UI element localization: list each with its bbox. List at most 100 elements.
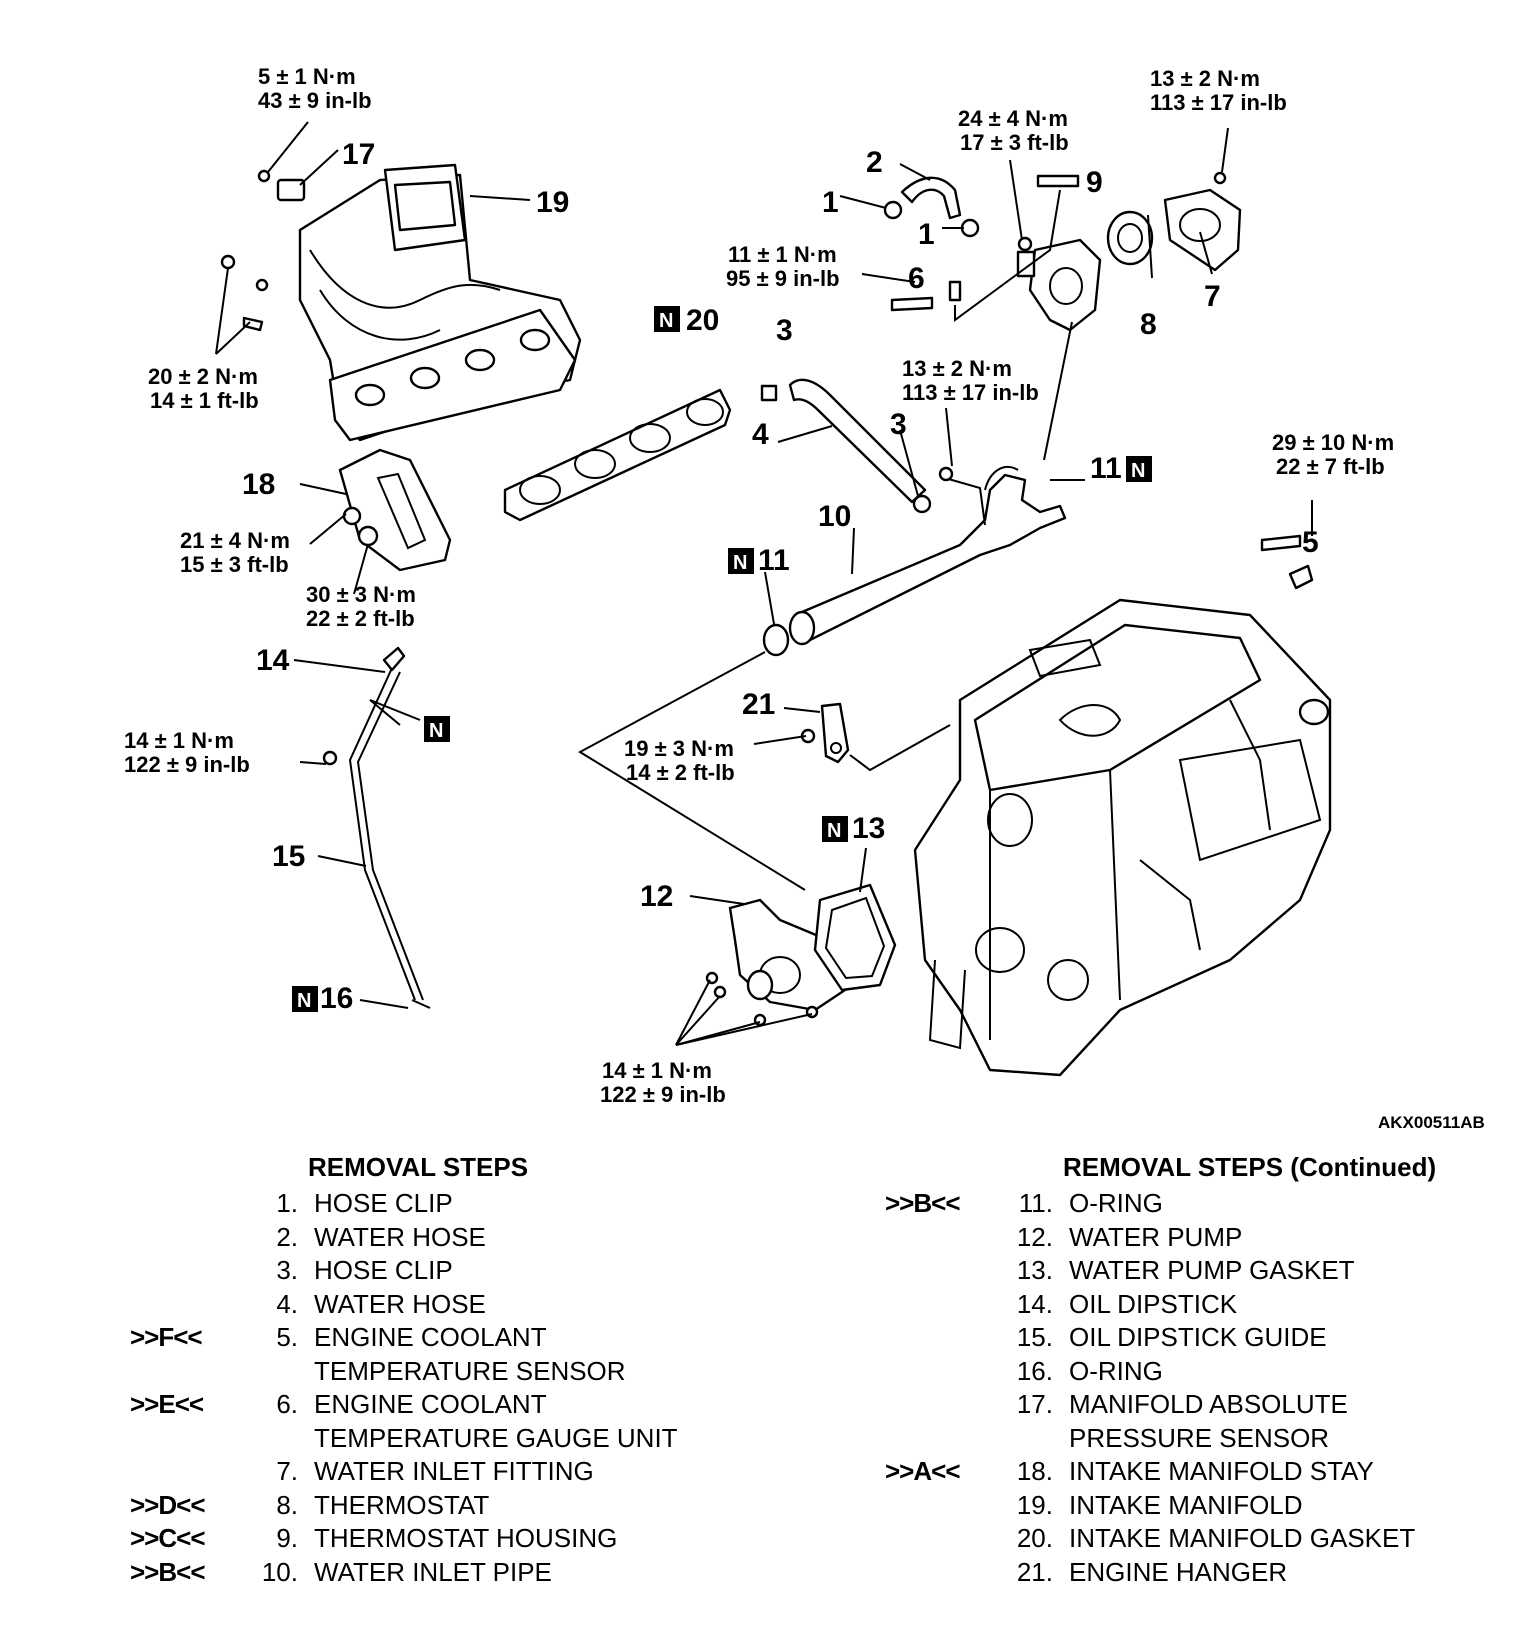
- callout-8: 8: [1140, 308, 1157, 341]
- torque-15-nm: 14 ± 1 N·m: [124, 728, 234, 753]
- callout-17: 17: [342, 138, 375, 171]
- step-service-mark: [885, 1422, 997, 1456]
- step-service-mark: >>F<<: [130, 1322, 203, 1352]
- step-number: 20.: [1016, 1523, 1053, 1553]
- step-description: HOSE CLIP: [314, 1255, 453, 1285]
- exploded-parts-diagram: 5 ± 1 N·m 43 ± 9 in-lb 24 ± 4 N·m 17 ± 3…: [124, 64, 1485, 1130]
- step-description: TEMPERATURE SENSOR: [314, 1355, 626, 1386]
- step-description: WATER PUMP: [1069, 1221, 1243, 1252]
- removal-step: 19.INTAKE MANIFOLD: [885, 1489, 1485, 1523]
- step-service-mark: [885, 1321, 997, 1355]
- removal-step: 20. INTAKE MANIFOLD GASKET: [885, 1522, 1485, 1556]
- removal-step: 16.O-RING: [885, 1355, 1485, 1389]
- callout-5: 5: [1302, 526, 1319, 559]
- torque-9-ftlb: 17 ± 3 ft-lb: [960, 130, 1069, 155]
- step-description: WATER HOSE: [314, 1221, 486, 1252]
- callout-20: 20: [686, 304, 719, 337]
- step-description: INTAKE MANIFOLD GASKET: [1069, 1523, 1416, 1553]
- leader-lines: [215, 121, 1313, 1046]
- step-number: 2.: [276, 1221, 298, 1252]
- torque-18b-ftlb: 22 ± 2 ft-lb: [306, 606, 415, 631]
- callout-10: 10: [818, 500, 851, 533]
- removal-step: >>C<<9.THERMOSTAT HOUSING: [130, 1522, 730, 1556]
- torque-9-nm: 24 ± 4 N·m: [958, 106, 1068, 131]
- torque-12-inlb: 122 ± 9 in-lb: [600, 1082, 726, 1107]
- step-number: 14.: [1016, 1288, 1053, 1319]
- step-number: [242, 1355, 314, 1389]
- callout-15: 15: [272, 840, 305, 873]
- step-number: 19.: [1016, 1489, 1053, 1520]
- removal-steps-title: REMOVAL STEPS: [308, 1152, 529, 1182]
- step-description: MANIFOLD ABSOLUTE: [1069, 1389, 1348, 1419]
- removal-step: 21. ENGINE HANGER: [885, 1556, 1485, 1590]
- engine-block-drawing: [913, 598, 1332, 1077]
- step-number: 16.: [1016, 1355, 1053, 1386]
- step-number: 8.: [276, 1489, 298, 1520]
- removal-step: TEMPERATURE GAUGE UNIT: [130, 1422, 730, 1456]
- removal-step: >>A<<18.INTAKE MANIFOLD STAY: [885, 1455, 1485, 1489]
- step-number: 15.: [1016, 1322, 1053, 1352]
- torque-6-nm: 11 ± 1 N·m: [728, 242, 837, 267]
- callout-1b: 1: [918, 218, 935, 251]
- step-description: WATER PUMP GASKET: [1069, 1255, 1355, 1285]
- n-marker-11b: N: [1126, 456, 1152, 482]
- oil-dipstick-drawing: [322, 646, 431, 1009]
- step-number: 1.: [276, 1188, 298, 1218]
- svg-text:N: N: [659, 310, 673, 332]
- n-marker-20: N: [654, 306, 680, 332]
- svg-text:N: N: [297, 990, 311, 1012]
- torque-19-nm: 20 ± 2 N·m: [148, 364, 258, 389]
- callout-numbers: 1 1 2 3 3 4 5 6 7 8 9 10 11 11 12 13 14 …: [242, 138, 1319, 1015]
- step-service-mark: >>E<<: [130, 1389, 204, 1419]
- step-number: 4.: [276, 1288, 298, 1319]
- torque-21-nm: 19 ± 3 N·m: [624, 736, 734, 761]
- callout-21: 21: [742, 688, 775, 721]
- step-description: ENGINE HANGER: [1069, 1556, 1288, 1587]
- torque-7-inlb: 113 ± 17 in-lb: [1150, 90, 1287, 115]
- step-description: ENGINE COOLANT: [314, 1322, 547, 1352]
- step-service-mark: [130, 1422, 242, 1456]
- torque-18a-nm: 21 ± 4 N·m: [180, 528, 290, 553]
- removal-steps-right: REMOVAL STEPS (Continued) >>B<<11.O-RING…: [885, 1152, 1485, 1589]
- water-pump-drawing: [705, 883, 897, 1027]
- step-service-mark: [885, 1388, 997, 1422]
- step-description: WATER HOSE: [314, 1288, 486, 1319]
- callout-3b: 3: [890, 408, 907, 441]
- intake-manifold-stay-drawing: [338, 448, 452, 572]
- intake-manifold-gasket-drawing: [503, 388, 732, 522]
- step-description: THERMOSTAT HOUSING: [314, 1523, 618, 1553]
- n-marker-13: N: [822, 816, 848, 842]
- removal-step: 14.OIL DIPSTICK: [885, 1288, 1485, 1322]
- step-service-mark: >>D<<: [130, 1489, 206, 1520]
- callout-3a: 3: [776, 314, 793, 347]
- removal-step: 3.HOSE CLIP: [130, 1254, 730, 1288]
- callout-9: 9: [1086, 166, 1103, 199]
- torque-18a-ftlb: 15 ± 3 ft-lb: [180, 552, 289, 577]
- step-service-mark: >>B<<: [130, 1556, 206, 1587]
- removal-step: 2. WATER HOSE: [130, 1221, 730, 1255]
- callout-18: 18: [242, 468, 275, 501]
- step-service-mark: [885, 1288, 997, 1322]
- callout-14: 14: [256, 644, 290, 677]
- removal-step: 1.HOSE CLIP: [130, 1187, 730, 1221]
- removal-step: 12.WATER PUMP: [885, 1221, 1485, 1255]
- step-number: [242, 1422, 314, 1456]
- callout-2: 2: [866, 146, 883, 179]
- step-number: [997, 1422, 1069, 1456]
- callout-16: 16: [320, 982, 353, 1015]
- step-number: 21.: [1016, 1556, 1053, 1587]
- step-service-mark: >>B<<: [885, 1188, 961, 1218]
- callout-6: 6: [908, 262, 925, 295]
- step-description: WATER INLET FITTING: [314, 1456, 594, 1486]
- removal-step: 4. WATER HOSE: [130, 1288, 730, 1322]
- water-hoses-drawing: [760, 176, 980, 514]
- torque-21-ftlb: 14 ± 2 ft-lb: [626, 760, 735, 785]
- torque-15-inlb: 122 ± 9 in-lb: [124, 752, 250, 777]
- torque-5-nm: 29 ± 10 N·m: [1272, 430, 1394, 455]
- callout-19: 19: [536, 186, 569, 219]
- torque-5-ftlb: 22 ± 7 ft-lb: [1276, 454, 1385, 479]
- removal-step: >>D<<8.THERMOSTAT: [130, 1489, 730, 1523]
